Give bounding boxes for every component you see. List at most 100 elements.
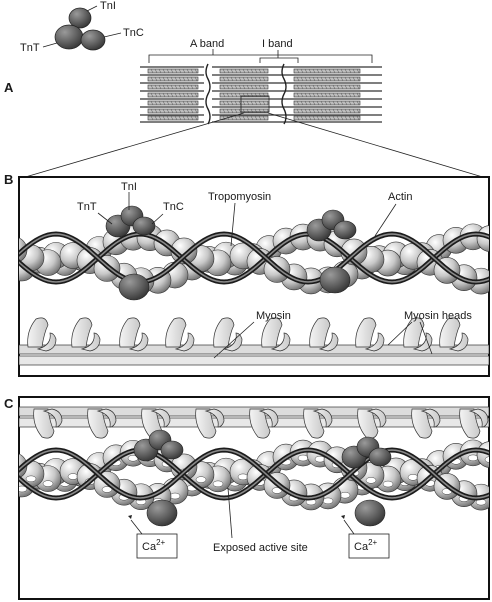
crossbridge-hatch — [166, 84, 170, 90]
crossbridge-hatch — [348, 68, 352, 74]
crossbridge-hatch — [296, 84, 300, 90]
crossbridge-hatch — [316, 100, 320, 106]
myosin-head-icon — [303, 408, 325, 439]
crossbridge-hatch — [170, 76, 174, 82]
crossbridge-hatch — [182, 84, 186, 90]
tropomyosin-highlight — [19, 233, 489, 283]
crossbridge-hatch — [262, 84, 266, 90]
crossbridge-hatch — [242, 84, 246, 90]
crossbridge-hatch — [154, 108, 158, 114]
crossbridge-hatch — [222, 108, 226, 114]
active-site — [19, 470, 20, 472]
crossbridge-hatch — [226, 76, 230, 82]
crossbridge-hatch — [352, 100, 356, 106]
crossbridge-hatch — [328, 68, 332, 74]
crossbridge-hatch — [150, 68, 154, 74]
ca-label-left: Ca2+ — [142, 538, 166, 553]
crossbridge-hatch — [340, 115, 344, 121]
crossbridge-hatch — [320, 100, 324, 106]
crossbridge-hatch — [242, 115, 246, 121]
crossbridge-hatch — [166, 100, 170, 106]
crossbridge-hatch — [332, 84, 336, 90]
crossbridge-hatch — [300, 100, 304, 106]
crossbridge-hatch — [222, 92, 226, 98]
crossbridge-hatch — [352, 68, 356, 74]
actin-label: Actin — [388, 191, 412, 203]
troponin-c — [368, 447, 392, 467]
crossbridge-hatch — [186, 92, 190, 98]
crossbridge-hatch — [304, 76, 308, 82]
crossbridge-hatch — [320, 68, 324, 74]
crossbridge-hatch — [320, 115, 324, 121]
myosin-heads-label: Myosin heads — [404, 310, 472, 322]
crossbridge-hatch — [320, 76, 324, 82]
crossbridge-hatch — [154, 92, 158, 98]
crossbridge-hatch — [308, 100, 312, 106]
myosin-head-icon — [249, 408, 271, 439]
crossbridge-hatch — [254, 100, 258, 106]
myosin-head-icon — [355, 317, 377, 348]
crossbridge-hatch — [238, 84, 242, 90]
crossbridge-hatch — [296, 92, 300, 98]
crossbridge-hatch — [222, 115, 226, 121]
crossbridge-hatch — [162, 92, 166, 98]
active-site — [382, 480, 394, 488]
active-site — [365, 477, 377, 484]
crossbridge-hatch — [340, 84, 344, 90]
crossbridge-hatch — [234, 84, 238, 90]
crossbridge-hatch — [312, 100, 316, 106]
panel-a-label: A — [4, 80, 14, 95]
crossbridge-hatch — [328, 108, 332, 114]
crossbridge-hatch — [194, 92, 198, 98]
myosin-head-icon — [119, 317, 141, 348]
ca-label-right: Ca2+ — [354, 538, 378, 553]
crossbridge-hatch — [324, 76, 328, 82]
crossbridge-hatch — [336, 84, 340, 90]
crossbridge-hatch — [332, 115, 336, 121]
crossbridge-hatch — [332, 68, 336, 74]
crossbridge-hatch — [316, 68, 320, 74]
crossbridge-hatch — [332, 92, 336, 98]
crossbridge-hatch — [304, 92, 308, 98]
crossbridge-hatch — [262, 115, 266, 121]
crossbridge-hatch — [250, 84, 254, 90]
crossbridge-hatch — [190, 92, 194, 98]
crossbridge-hatch — [304, 68, 308, 74]
crossbridge-hatch — [320, 84, 324, 90]
myosin-head-icon — [364, 332, 385, 352]
crossbridge-hatch — [234, 68, 238, 74]
crossbridge-hatch — [320, 108, 324, 114]
crossbridge-hatch — [242, 68, 246, 74]
crossbridge-hatch — [328, 115, 332, 121]
crossbridge-hatch — [230, 108, 234, 114]
crossbridge-hatch — [328, 84, 332, 90]
myosin-head-icon — [42, 408, 63, 428]
exposed-site-label: Exposed active site — [213, 542, 308, 554]
crossbridge-hatch — [312, 92, 316, 98]
crossbridge-hatch — [230, 76, 234, 82]
myosin-head-icon — [27, 317, 49, 348]
crossbridge-hatch — [344, 115, 348, 121]
myosin-head-icon — [261, 317, 283, 348]
myosin-head-icon — [174, 332, 195, 352]
crossbridge-hatch — [328, 92, 332, 98]
crossbridge-hatch — [324, 115, 328, 121]
myosin-head-icon — [366, 408, 387, 428]
crossbridge-hatch — [222, 76, 226, 82]
sarcomere-drawing — [140, 63, 382, 125]
crossbridge-hatch — [340, 68, 344, 74]
myosin-head-icon — [33, 408, 55, 439]
myosin-head-icon — [80, 332, 101, 352]
crossbridge-hatch — [336, 68, 340, 74]
crossbridge-hatch — [312, 76, 316, 82]
crossbridge-hatch — [186, 115, 190, 121]
crossbridge-hatch — [258, 68, 262, 74]
crossbridge-hatch — [344, 108, 348, 114]
myosin-head-icon — [312, 408, 333, 428]
panel-b-content — [19, 205, 489, 366]
troponin-lower — [319, 266, 351, 294]
active-site — [322, 497, 334, 505]
myosin-head-icon — [411, 408, 433, 439]
crossbridge-hatch — [186, 76, 190, 82]
myosin-head-icon — [412, 332, 433, 352]
